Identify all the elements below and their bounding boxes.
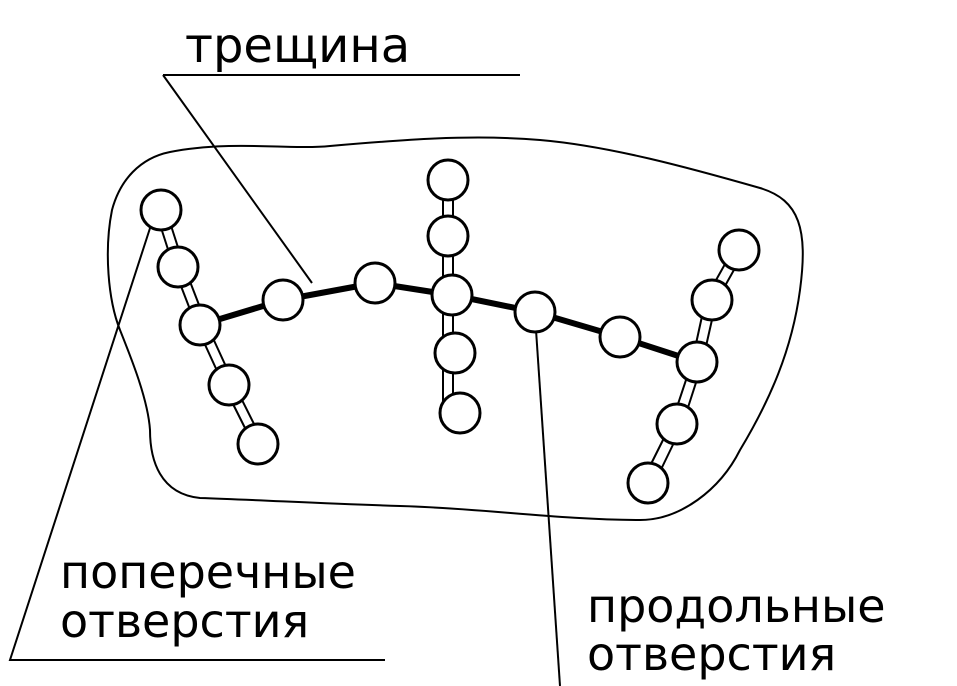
hole [426,158,470,202]
hole [690,278,734,322]
crack-label: трещина [185,18,410,74]
hole [598,315,642,359]
hole [655,402,699,446]
hole [178,303,222,347]
transverse-holes-leader-line [8,221,385,661]
hole [156,245,200,289]
hole [433,331,477,375]
longitudinal-holes-label-line1: продольные [587,579,886,633]
longitudinal-holes-label-line2: отверстия [587,627,836,681]
hole [626,461,670,505]
transverse-holes-label-line2: отверстия [60,594,309,648]
hole [139,188,183,232]
hole [353,261,397,305]
longitudinal-holes [261,158,642,435]
hole [675,340,719,384]
hole [261,278,305,322]
transverse-holes [139,188,761,505]
hole [438,391,482,435]
transverse-holes-label-line1: поперечные [60,545,356,599]
hole [207,363,251,407]
specimen-outline [106,136,804,522]
longitudinal-holes-leader-line [534,314,561,686]
hole [717,228,761,272]
hole [430,273,474,317]
hole [236,422,280,466]
crack-leader-line [162,74,313,284]
hole [426,214,470,258]
hole [513,290,557,334]
